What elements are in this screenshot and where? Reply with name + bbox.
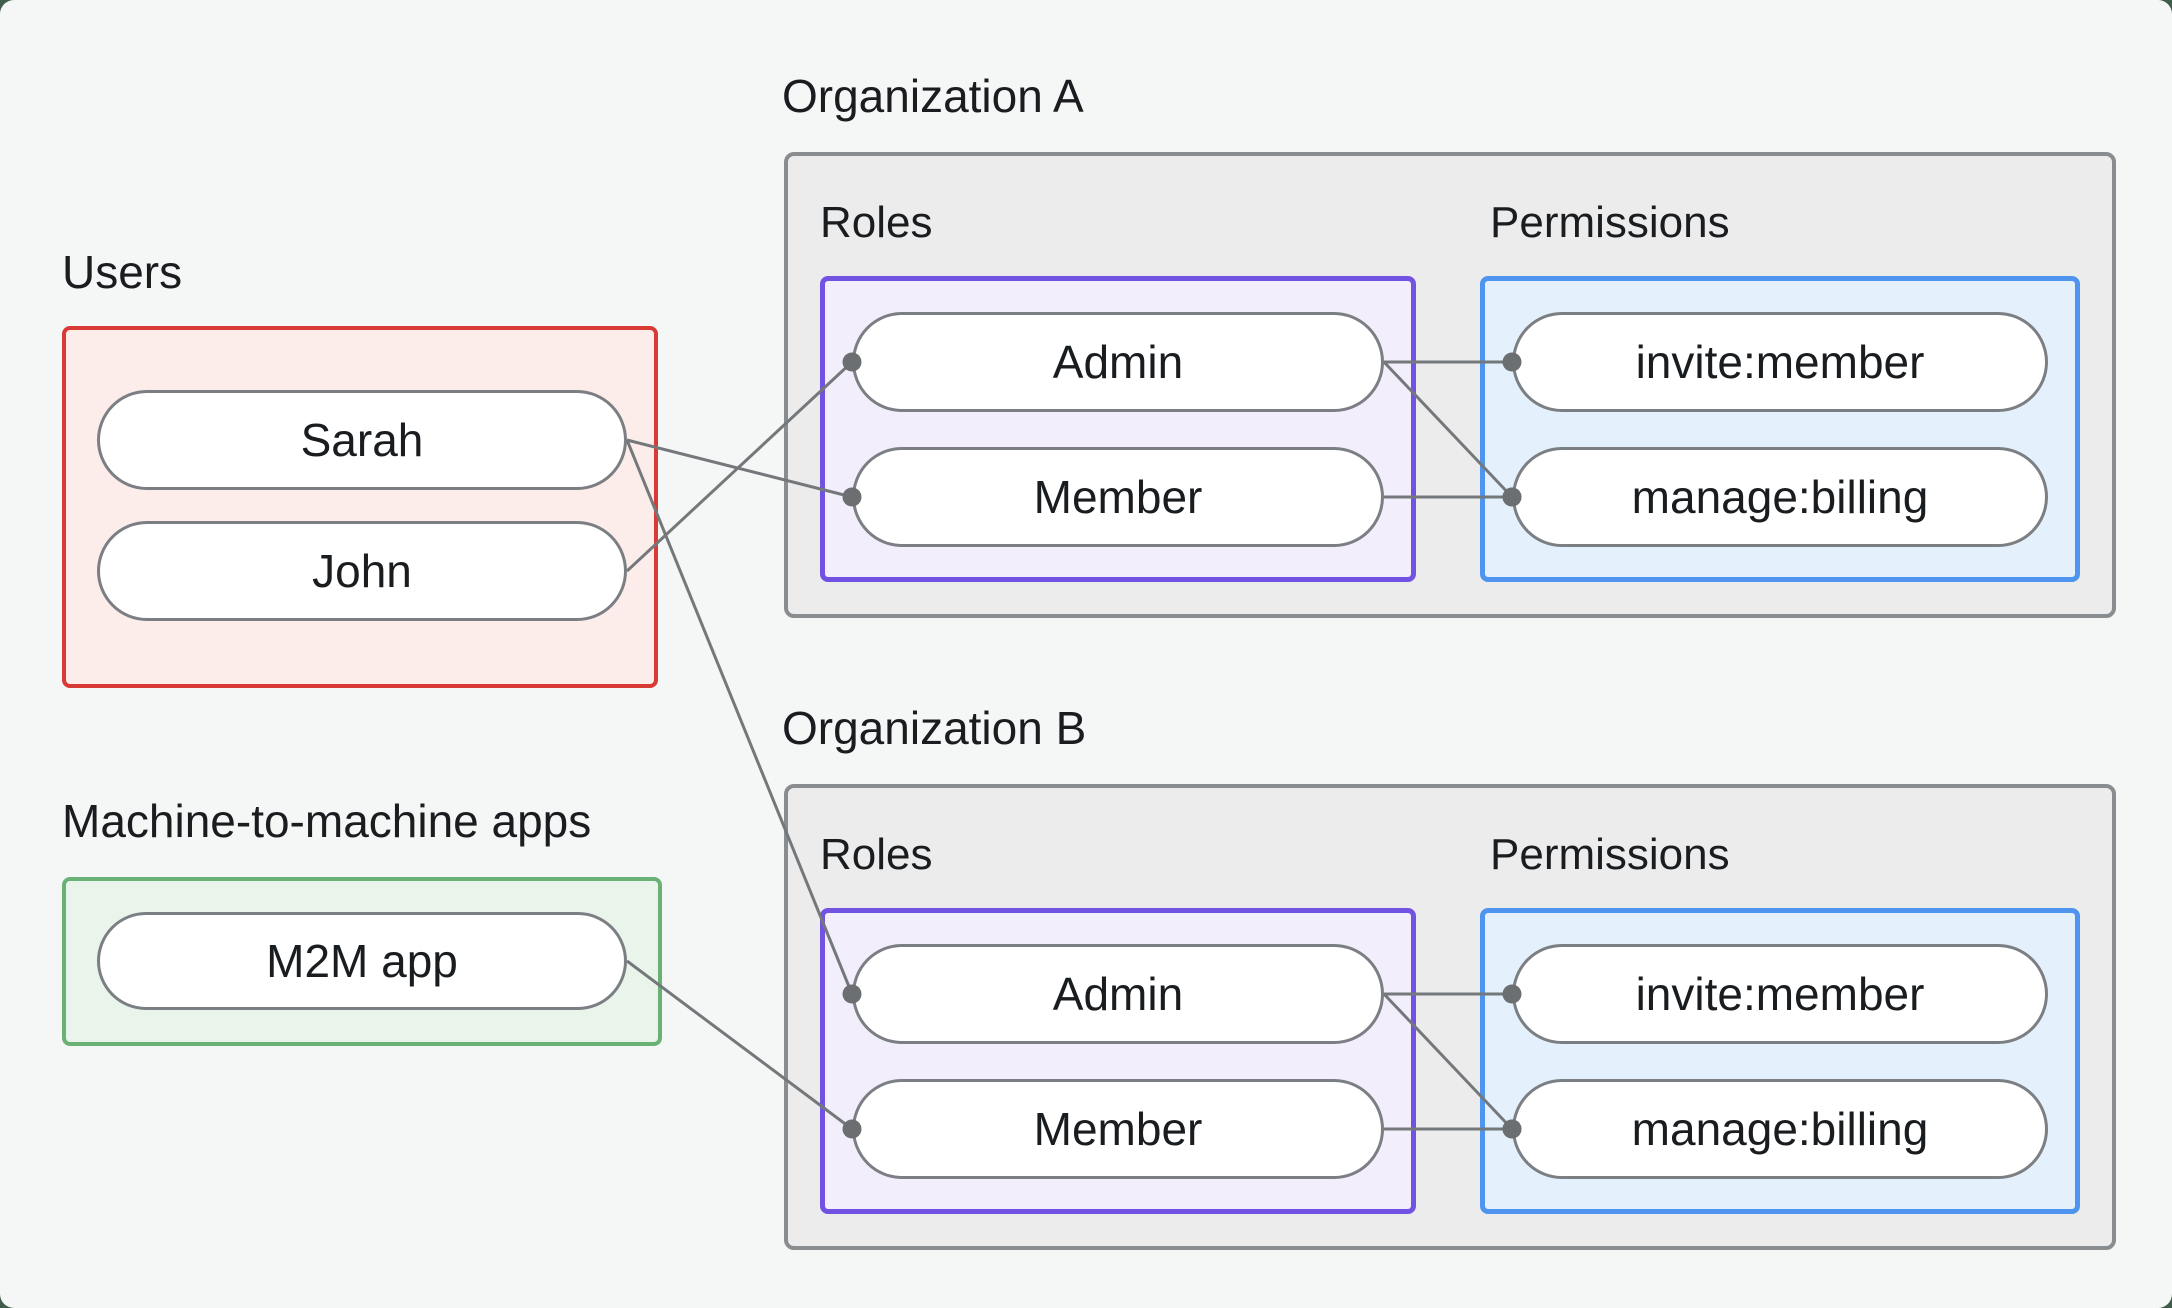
org-b-role-pill-admin[interactable]: Admin — [852, 944, 1384, 1044]
users-group-box — [62, 326, 658, 688]
org-a-permission-pill-invite-member[interactable]: invite:member — [1512, 312, 2048, 412]
org-b-permissions-label: Permissions — [1490, 830, 1730, 879]
org-b-role-pill-member[interactable]: Member — [852, 1079, 1384, 1179]
m2m-section-label: Machine-to-machine apps — [62, 795, 592, 847]
user-pill-john[interactable]: John — [97, 521, 627, 621]
users-section-label: Users — [62, 246, 183, 298]
org-a-permission-pill-manage-billing[interactable]: manage:billing — [1512, 447, 2048, 547]
org-b-roles-label: Roles — [820, 830, 933, 879]
org-a-role-pill-member[interactable]: Member — [852, 447, 1384, 547]
org-a-permissions-label: Permissions — [1490, 198, 1730, 247]
org-b-permission-pill-invite-member[interactable]: invite:member — [1512, 944, 2048, 1044]
org-a-role-pill-admin[interactable]: Admin — [852, 312, 1384, 412]
org-b-permission-pill-manage-billing[interactable]: manage:billing — [1512, 1079, 2048, 1179]
org-a-title: Organization A — [782, 70, 1084, 122]
org-b-title: Organization B — [782, 702, 1087, 754]
org-a-roles-label: Roles — [820, 198, 933, 247]
user-pill-sarah[interactable]: Sarah — [97, 390, 627, 490]
m2m-app-pill[interactable]: M2M app — [97, 912, 627, 1010]
